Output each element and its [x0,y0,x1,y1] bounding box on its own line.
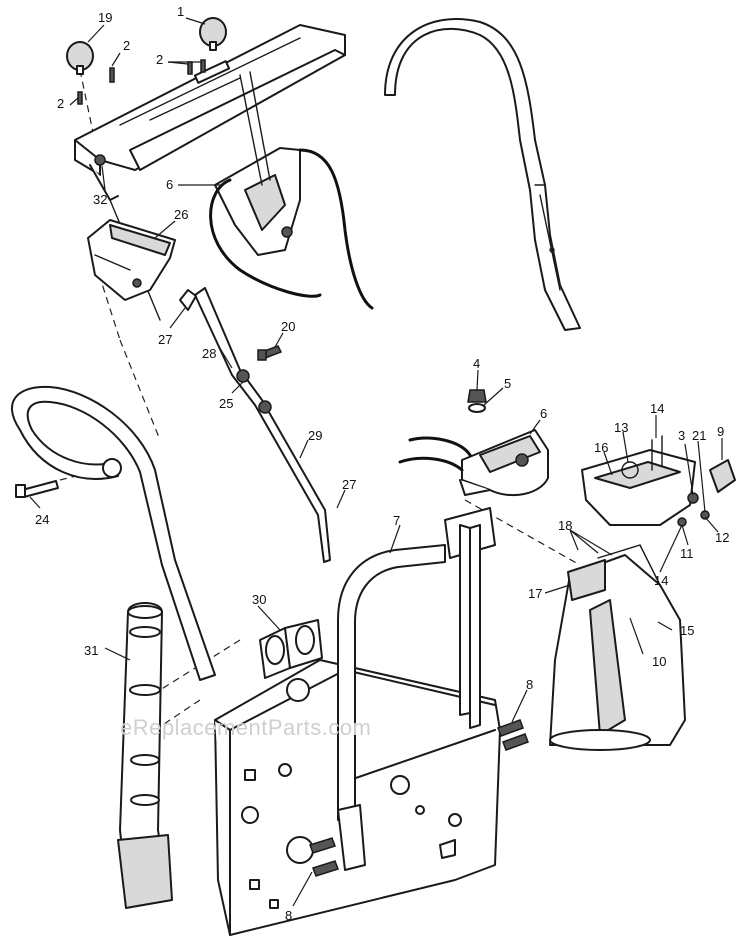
callout-3: 3 [678,428,685,443]
callout-2: 2 [156,52,163,67]
upper-handle-bar [384,18,581,331]
callout-32: 32 [93,192,107,207]
leader-lines [29,17,723,907]
discharge-chute-15 [549,554,686,751]
control-panel-frame [74,24,346,321]
callout-1: 1 [177,4,184,19]
handle-clamp-30 [259,619,323,679]
callout-27: 27 [158,332,172,347]
callout-24: 24 [35,512,49,527]
control-cables [209,148,374,310]
callout-2: 2 [57,96,64,111]
callout-labels: 19 1 2 2 2 32 6 26 27 28 20 25 29 27 24 … [35,4,729,923]
deflector-control-6 [214,71,301,256]
watermark-text: eReplacementParts.com [120,715,371,740]
bolt-20 [257,345,283,361]
washer-5 [468,403,486,413]
knob-1 [199,17,227,51]
callout-8: 8 [285,908,292,923]
callout-17: 17 [528,586,542,601]
chute-deflector-17 [567,559,606,601]
callout-11: 11 [680,546,694,561]
callout-4: 4 [473,356,480,371]
callout-12: 12 [715,530,729,545]
rotator-cables [398,436,472,472]
callout-5: 5 [504,376,511,391]
lower-handle-left [10,385,216,681]
shift-bracket-26 [87,219,176,301]
bolt-24 [15,480,59,498]
cable-18-routing [597,544,661,586]
screws-2 [77,59,206,105]
callout-26: 26 [174,207,188,222]
callout-10: 10 [652,654,666,669]
callout-30: 30 [252,592,266,607]
callout-8: 8 [526,677,533,692]
callout-6: 6 [166,177,173,192]
callout-2: 2 [123,38,130,53]
handle-bracket-7 [337,507,496,871]
callout-27: 27 [342,477,356,492]
callout-18: 18 [558,518,572,533]
callout-16: 16 [594,440,608,455]
callout-20: 20 [281,319,295,334]
callout-28: 28 [202,346,216,361]
callout-19: 19 [98,10,112,25]
callout-14: 14 [650,401,664,416]
callout-29: 29 [308,428,322,443]
bolts-8 [309,719,529,877]
stand-tube-31 [117,602,173,909]
callout-31: 31 [84,643,98,658]
callout-25: 25 [219,396,233,411]
knob-19 [66,41,94,75]
callout-21: 21 [692,428,706,443]
callout-14: 14 [654,573,668,588]
callout-7: 7 [393,513,400,528]
callout-15: 15 [680,623,694,638]
chute-rotator-6 [459,429,549,497]
callout-6: 6 [540,406,547,421]
callout-9: 9 [717,424,724,439]
callout-13: 13 [614,420,628,435]
nut-4 [467,389,487,403]
shift-rod-assembly [179,287,331,563]
chute-hardware [677,459,736,527]
frame-housing [214,659,501,936]
